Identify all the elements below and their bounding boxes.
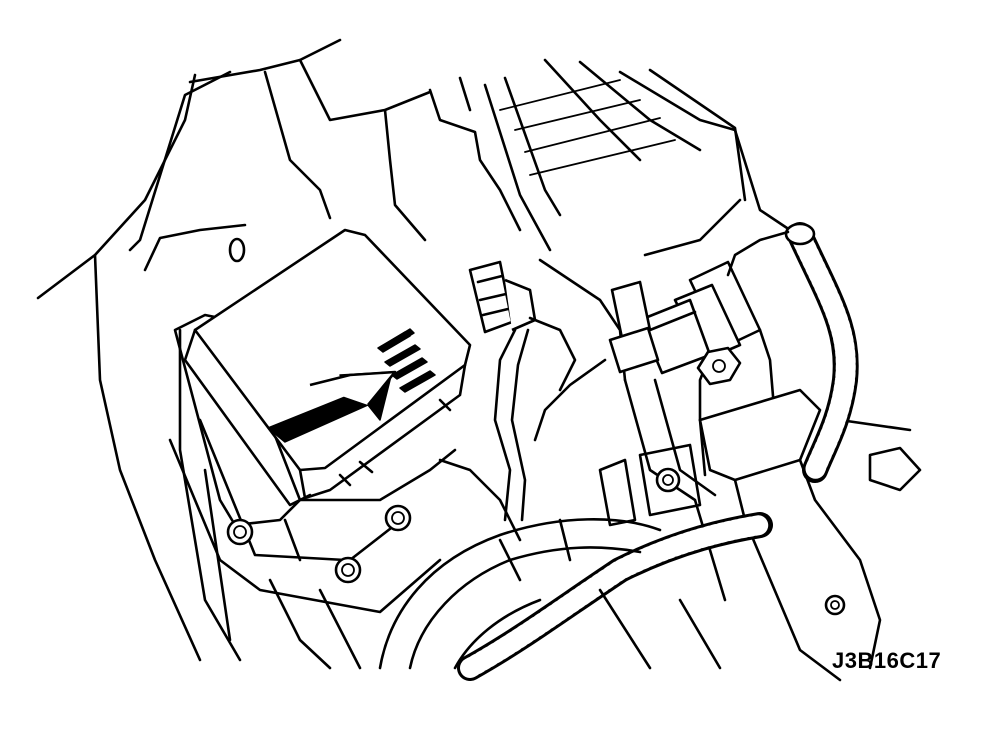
control-module — [183, 228, 472, 507]
module-vent-slots — [377, 328, 436, 393]
module-harness-connector — [468, 260, 577, 522]
harness-support-bracket — [438, 258, 727, 602]
mounting-nut-center — [384, 504, 412, 532]
locator-arrow — [267, 370, 397, 443]
mounting-nut-left — [226, 518, 254, 546]
corrugated-wiring-loom-bottom — [457, 512, 773, 681]
loom-clamp — [698, 388, 882, 682]
mounting-nut-lower — [334, 556, 362, 584]
sensor-connector — [533, 260, 777, 442]
lower-round-housing — [378, 518, 722, 670]
sensor-mount-nut — [696, 346, 742, 386]
corrugated-wiring-loom-right — [726, 222, 859, 483]
vehicle-body-panels — [36, 38, 922, 670]
mounting-bracket — [168, 237, 457, 614]
figure-id-label: J3B16C17 — [832, 648, 942, 673]
